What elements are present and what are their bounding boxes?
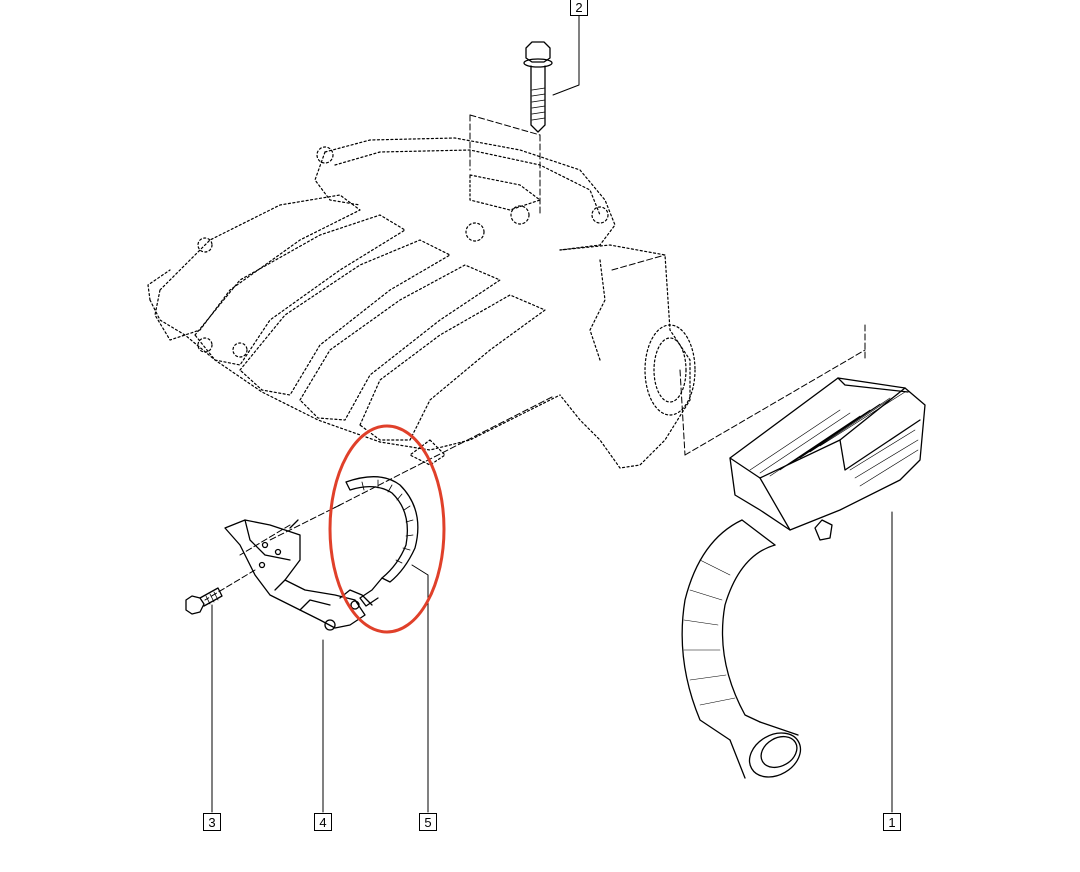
callout-3: 3 (203, 813, 221, 831)
assembly-guide-lines (204, 114, 866, 601)
highlight-ellipse (328, 424, 446, 634)
callout-3-label: 3 (208, 814, 216, 830)
callout-5-label: 5 (424, 814, 432, 830)
callout-4: 4 (314, 813, 332, 831)
intake-manifold-outline (147, 137, 696, 469)
callout-1-label: 1 (888, 814, 896, 830)
callout-2-label: 2 (575, 0, 583, 15)
short-bolt-part (185, 587, 223, 615)
callout-4-label: 4 (319, 814, 327, 830)
mounting-bracket-part (224, 519, 373, 631)
curved-strap-part (345, 476, 419, 607)
callout-1: 1 (883, 813, 901, 831)
callout-5: 5 (419, 813, 437, 831)
long-bolt-part (523, 41, 553, 133)
callout-leaders (211, 13, 893, 813)
callout-2: 2 (570, 0, 588, 16)
air-duct-housing-part (681, 377, 926, 779)
